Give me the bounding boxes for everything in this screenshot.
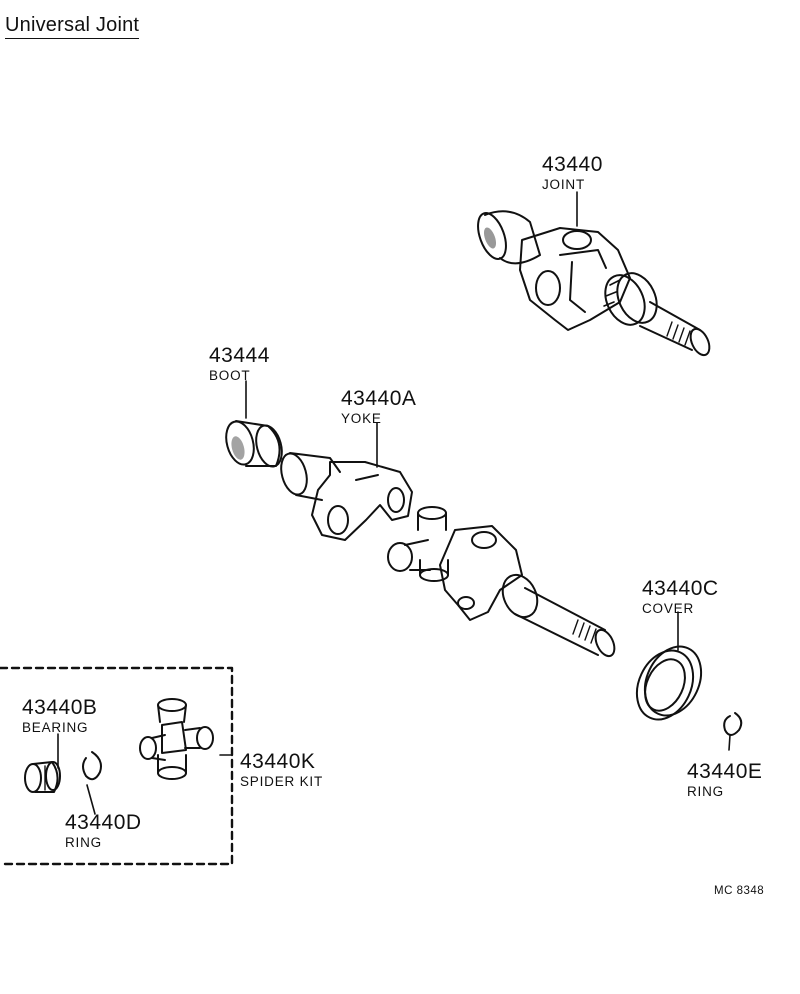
part-label-cover: 43440C COVER bbox=[642, 578, 719, 616]
part-name: JOINT bbox=[542, 177, 585, 192]
part-label-bearing: 43440B BEARING bbox=[22, 697, 97, 735]
spider-cross-drawing bbox=[139, 698, 214, 780]
part-label-joint: 43440 JOINT bbox=[542, 154, 603, 192]
part-number: 43440A bbox=[341, 387, 417, 410]
part-number: 43440K bbox=[240, 750, 316, 773]
part-name: RING bbox=[687, 784, 724, 799]
part-label-boot: 43444 BOOT bbox=[209, 345, 270, 383]
spider-shaft-drawing bbox=[387, 506, 616, 658]
part-number: 43440C bbox=[642, 577, 719, 600]
bearing-drawing bbox=[24, 761, 61, 793]
spider-kit-box bbox=[0, 666, 234, 866]
part-name: RING bbox=[65, 835, 102, 850]
ring-e-drawing bbox=[723, 712, 743, 736]
leader-lines bbox=[57, 191, 731, 815]
boot-drawing bbox=[225, 420, 283, 468]
part-number: 43444 bbox=[209, 344, 270, 367]
part-name: BOOT bbox=[209, 368, 251, 383]
part-number: 43440D bbox=[65, 811, 142, 834]
diagram-title: Universal Joint bbox=[5, 14, 140, 39]
part-name: SPIDER KIT bbox=[240, 774, 324, 789]
part-number: 43440 bbox=[542, 153, 603, 176]
part-label-yoke: 43440A YOKE bbox=[341, 388, 416, 426]
part-label-spider-kit: 43440K SPIDER KIT bbox=[240, 751, 323, 789]
diagram-code: MC 8348 bbox=[714, 885, 765, 897]
part-number: 43440B bbox=[22, 696, 98, 719]
part-name: BEARING bbox=[22, 720, 89, 735]
joint-assembly-drawing bbox=[477, 210, 711, 357]
part-label-ring-d: 43440D RING bbox=[65, 812, 142, 850]
part-number: 43440E bbox=[687, 760, 763, 783]
cover-drawing bbox=[635, 645, 703, 721]
part-name: YOKE bbox=[341, 411, 382, 426]
yoke-drawing bbox=[280, 452, 413, 541]
part-label-ring-e: 43440E RING bbox=[687, 761, 762, 799]
ring-d-drawing bbox=[82, 751, 102, 781]
part-name: COVER bbox=[642, 601, 695, 616]
